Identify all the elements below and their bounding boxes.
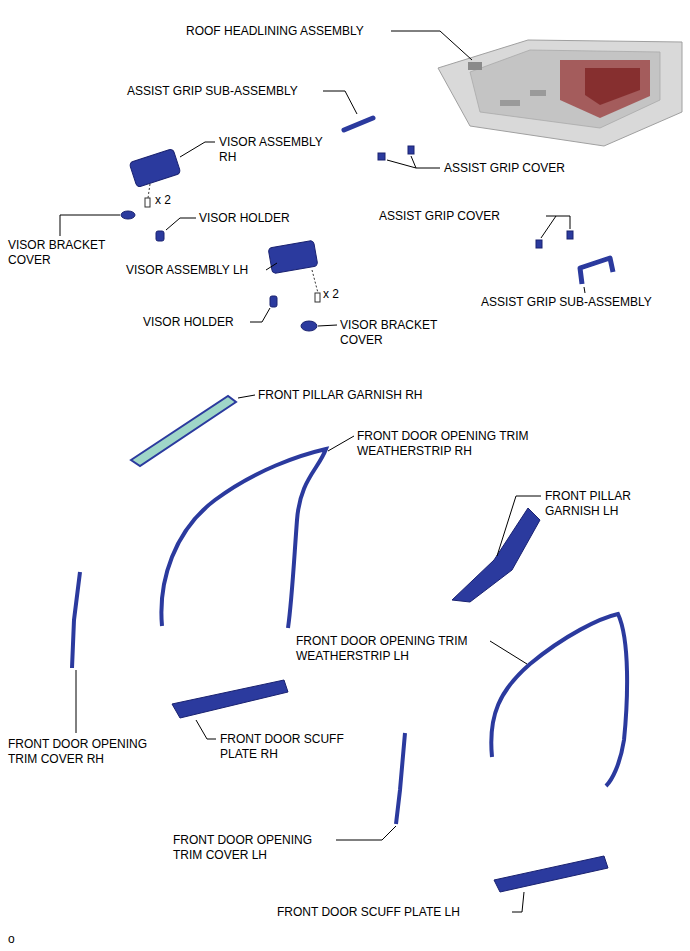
leader-line	[411, 156, 440, 168]
part-label: ASSIST GRIP SUB-ASSEMBLY	[127, 84, 298, 99]
part-label: ASSIST GRIP COVER	[444, 161, 565, 176]
roof-headlining	[438, 40, 682, 146]
visor	[268, 240, 318, 274]
assist-grip-cover	[408, 146, 414, 154]
pillar-garnish	[452, 508, 540, 602]
leader-line	[238, 395, 255, 398]
pillar-garnish	[131, 396, 236, 466]
part-label: VISOR HOLDER	[199, 211, 290, 226]
headlining-detail	[468, 62, 482, 70]
assist-grip	[580, 258, 613, 284]
headlining-detail	[530, 90, 546, 96]
screw-axis	[148, 184, 150, 198]
part-label: FRONT DOOR SCUFF PLATE RH	[220, 732, 347, 762]
part-label: ASSIST GRIP SUB-ASSEMBLY	[481, 295, 652, 310]
screw	[145, 198, 150, 207]
weatherstrip	[491, 614, 627, 786]
weatherstrip	[161, 449, 326, 628]
screw-axis	[312, 270, 318, 293]
part-label: FRONT DOOR OPENING TRIM COVER RH	[8, 737, 151, 767]
leader-line	[60, 215, 120, 236]
leader-line	[512, 892, 524, 912]
part-label: FRONT PILLAR GARNISH LH	[545, 489, 635, 519]
leader-line	[166, 218, 196, 230]
visor-bracket-cover	[301, 321, 317, 331]
leader-line	[387, 160, 416, 168]
visor-holder	[270, 296, 277, 307]
leader-line	[266, 263, 277, 270]
leader-line	[546, 216, 570, 229]
part-label: FRONT DOOR OPENING TRIM COVER LH	[173, 833, 316, 863]
leader-line	[318, 325, 337, 326]
leader-line	[391, 31, 472, 60]
assist-grip-cover	[378, 153, 385, 160]
scuff-plate	[494, 856, 608, 892]
headlining-area	[560, 60, 650, 118]
part-label: VISOR HOLDER	[143, 315, 234, 330]
part-label: VISOR ASSEMBLY LH	[126, 263, 248, 278]
part-label: FRONT DOOR SCUFF PLATE LH	[277, 905, 460, 920]
part-label: o	[8, 932, 15, 947]
leader-line	[541, 216, 556, 238]
part-label: FRONT DOOR OPENING TRIM WEATHERSTRIP RH	[357, 429, 532, 459]
screw	[315, 293, 320, 302]
leader-line	[196, 720, 216, 739]
part-label: FRONT DOOR OPENING TRIM WEATHERSTRIP LH	[296, 634, 471, 664]
leader-line	[323, 91, 357, 114]
scuff-plate	[172, 680, 288, 718]
visor-bracket-cover	[121, 211, 135, 219]
leader-line	[76, 670, 77, 733]
part-label: ASSIST GRIP COVER	[379, 209, 500, 224]
headlining-area	[585, 68, 640, 105]
assist-grip-cover	[567, 231, 573, 239]
part-label: VISOR ASSEMBLY RH	[219, 135, 327, 165]
part-label: x 2	[155, 193, 171, 208]
part-label: ROOF HEADLINING ASSEMBLY	[186, 24, 364, 39]
visor	[129, 149, 181, 188]
leader-line	[180, 142, 215, 157]
part-label: x 2	[323, 287, 339, 302]
leader-line	[584, 287, 585, 293]
assist-grip	[344, 118, 373, 130]
parts	[72, 118, 627, 892]
leader-line	[336, 826, 396, 840]
visor-holder	[156, 231, 164, 241]
trim-cover	[396, 733, 405, 824]
headlining-detail	[500, 100, 520, 106]
leader-line	[328, 436, 354, 451]
trim-cover	[72, 572, 80, 668]
part-label: VISOR BRACKET COVER	[340, 318, 441, 348]
part-label: VISOR BRACKET COVER	[8, 238, 109, 268]
headlining-body	[438, 40, 682, 146]
leader-lines	[60, 31, 585, 912]
leader-line	[490, 641, 527, 664]
assist-grip-cover	[536, 240, 542, 248]
leader-line	[497, 496, 541, 556]
headlining-panel	[470, 50, 660, 128]
part-label: FRONT PILLAR GARNISH RH	[258, 388, 422, 403]
leader-line	[250, 308, 270, 322]
